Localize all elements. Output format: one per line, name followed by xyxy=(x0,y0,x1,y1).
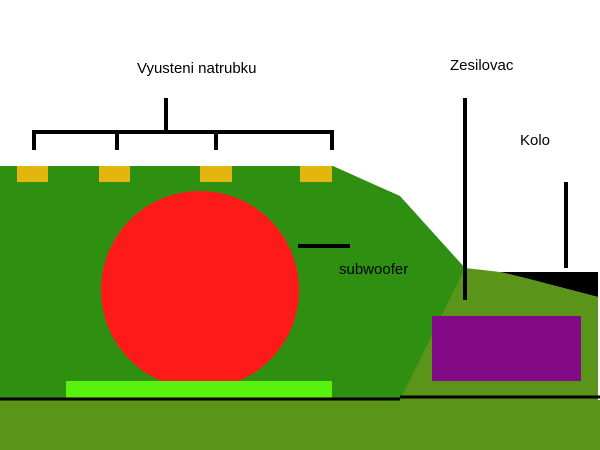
wheel-bar xyxy=(500,272,598,297)
port-vent-1 xyxy=(17,166,48,182)
ground xyxy=(0,400,600,450)
subwoofer-speaker xyxy=(101,191,299,389)
label-subwoofer: subwoofer xyxy=(339,261,408,278)
label-vents: Vyusteni natrubku xyxy=(137,60,257,77)
base-plate xyxy=(66,381,332,399)
port-vent-4 xyxy=(300,166,332,182)
vents-bracket xyxy=(32,98,334,150)
amplifier-box xyxy=(432,316,581,381)
label-wheel: Kolo xyxy=(520,132,550,149)
port-vent-3 xyxy=(200,166,232,182)
port-vent-2 xyxy=(99,166,130,182)
label-amplifier: Zesilovac xyxy=(450,57,514,74)
